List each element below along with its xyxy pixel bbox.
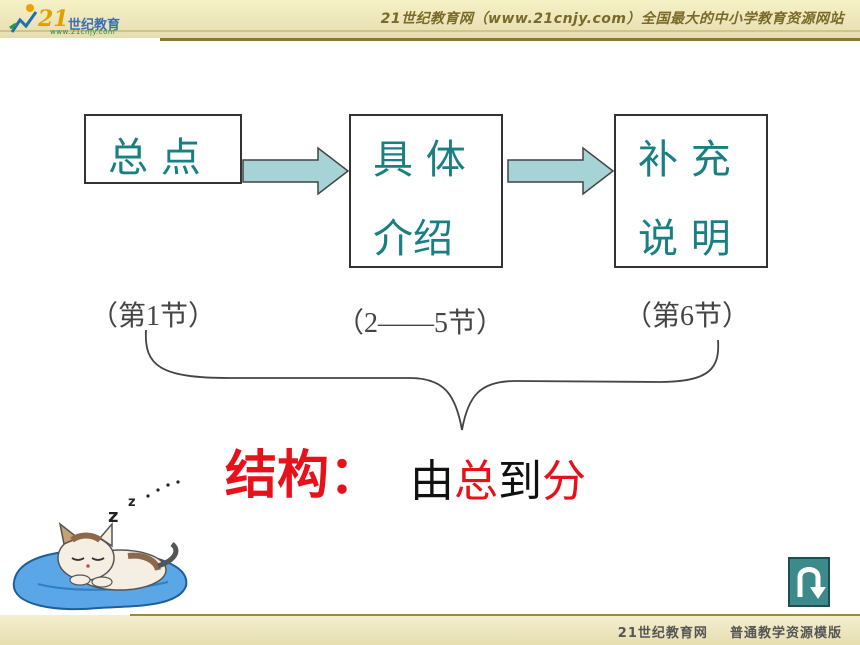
svg-text:z: z [108,506,118,527]
note-section-6: （第6节） [624,301,751,332]
box-detail-line2: 介绍 [373,216,453,262]
runner-logo-icon [9,4,38,33]
structure-word-fen: 分 [542,456,586,507]
arrow-right-icon [242,146,350,196]
structure-word-you: 由 [410,456,454,507]
footer-text: 21世纪教育网 普通教学资源模版 [618,622,842,641]
arrow-right-icon [507,146,615,196]
back-button[interactable] [788,557,830,607]
sleeping-cat-illustration: z z [12,480,188,611]
footer-template: 普通教学资源模版 [729,626,842,641]
footer-rule [130,614,860,616]
box-supplement: 补 充 说 明 [614,114,768,268]
note-section-2-5: （2——5节） [336,308,505,339]
box-overview: 总 点 [84,114,242,184]
header-divider [160,38,860,41]
structure-word-zong: 总 [454,456,498,507]
brace-icon [144,329,720,431]
site-logo[interactable]: 21 世纪教育 www.21cnjy.com [6,2,166,36]
header-rule [0,30,860,32]
footer-bar [0,615,860,645]
logo-url: www.21cnjy.com [50,28,116,36]
u-turn-arrow-icon [797,567,826,599]
structure-word-dao: 到 [498,456,542,507]
box-supplement-line2: 说 明 [638,216,731,262]
box-supplement-line1: 补 充 [638,137,731,183]
logo-number: 21 [38,6,69,32]
box-detail-line1: 具 体 [373,137,466,183]
note-section-1: （第1节） [90,301,217,332]
svg-text:z: z [128,495,136,510]
structure-value: 由总到分 [410,445,586,509]
box-detail: 具 体 介绍 [349,114,503,268]
header-slogan: 21世纪教育网（www.21cnjy.com）全国最大的中小学教育资源网站 [380,11,844,27]
structure-label: 结构： [225,446,382,506]
box-overview-line1: 总 点 [108,135,201,181]
logo-name: 世纪教育 [68,18,121,33]
footer-site: 21世纪教育网 [617,626,708,641]
